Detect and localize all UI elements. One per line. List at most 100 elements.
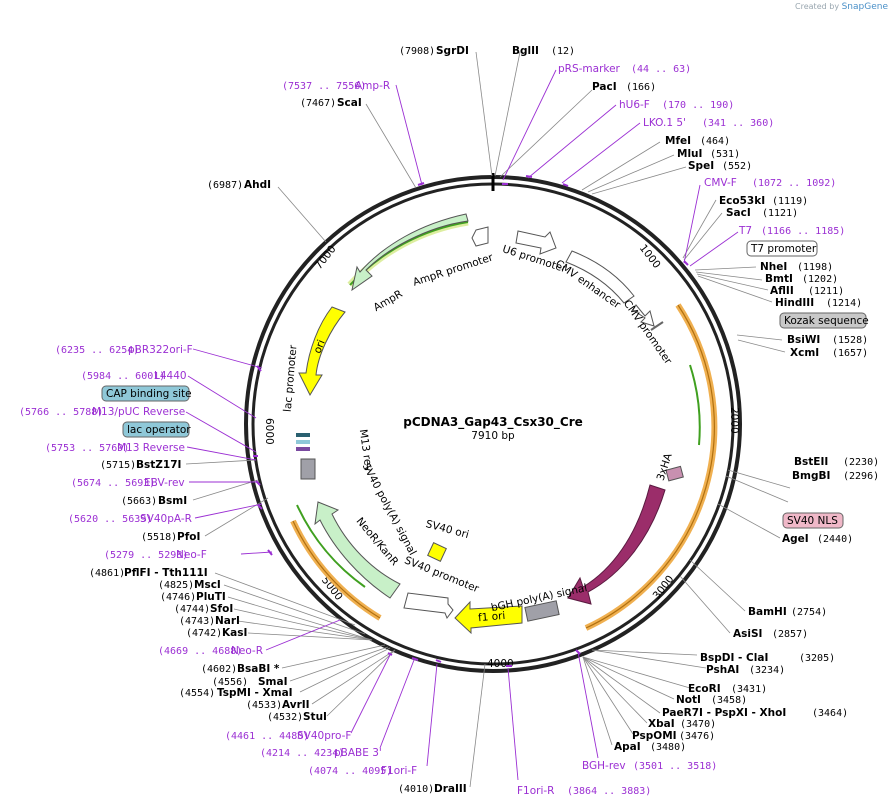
- feature-cmv-enhancer: [565, 250, 635, 304]
- enz-sgrdi: SgrDI: [436, 45, 469, 57]
- box-label-cap-binding: CAP binding site: [106, 388, 192, 400]
- enz-nari: NarI: [215, 615, 240, 627]
- boxed-labels: T7 promoter Kozak sequence SV40 NLS CAP …: [101, 240, 869, 529]
- tick-1000: 1000: [637, 242, 663, 270]
- enz-pos-mfei: (464): [700, 136, 730, 147]
- enz-pos-bsabi: (4602): [201, 664, 237, 675]
- enz-bsiwi: BsiWI: [787, 334, 820, 346]
- enz-pos-bsteii: (2230): [843, 457, 879, 468]
- enz-pos-tspmi: (4554): [179, 688, 215, 699]
- enz-hindiii: HindIII: [775, 297, 814, 309]
- label-sv40-ori: SV40 ori: [424, 518, 470, 541]
- enz-bmti: BmtI: [765, 273, 793, 285]
- tick-6000: 6000: [263, 418, 275, 445]
- primer-pos-neo-r: (4669 .. 4688): [158, 646, 242, 657]
- primer-prs-marker: pRS-marker: [558, 63, 621, 75]
- box-label-lac-operator: lac operator: [127, 424, 191, 436]
- enz-pos-paer7i: (3464): [812, 708, 848, 719]
- label-sv40-promoter: SV40 promoter: [403, 554, 482, 595]
- enz-kasi: KasI: [222, 627, 247, 639]
- enz-asisi: AsiSI: [733, 628, 762, 640]
- enz-pos-bsmi: (5663): [121, 496, 157, 507]
- enz-draiii: DraIII: [434, 783, 467, 795]
- enz-bspdi-clai: BspDI - ClaI: [700, 652, 768, 664]
- enz-pluti: PluTI: [196, 591, 226, 603]
- enz-sfoi: SfoI: [210, 603, 233, 615]
- label-ampr-promoter: AmpR promoter: [411, 251, 495, 288]
- enz-pfoi: PfoI: [177, 531, 200, 543]
- enz-ecori: EcoRI: [688, 683, 721, 695]
- primer-pos-ebv-rev: (5674 .. 5693): [71, 478, 155, 489]
- label-sv40-polya: SV40 poly(A) signal: [360, 461, 419, 557]
- primer-pos-t7: (1166 .. 1185): [761, 226, 845, 237]
- box-sv40-nls: [782, 512, 844, 529]
- label-ori: ori: [312, 338, 328, 355]
- primer-pos-neo-f: (5279 .. 5298): [104, 550, 188, 561]
- enz-aflii: AflII: [770, 285, 794, 297]
- enz-pos-draiii: (4010): [398, 784, 434, 795]
- enz-tspmi: TspMI - XmaI: [217, 687, 293, 699]
- tick-7000: 7000: [313, 243, 339, 271]
- enz-saci: SacI: [726, 207, 751, 219]
- feature-cmv-promoter: [632, 304, 655, 327]
- primer-pos-amp-r: (7537 .. 7556): [282, 81, 366, 92]
- enz-pflfi: PflFI - Tth111I: [124, 567, 208, 579]
- primer-pos-l4440: (5984 .. 6001): [81, 371, 165, 382]
- enz-bamhi: BamHI: [748, 606, 787, 618]
- feature-ori: [298, 306, 346, 397]
- enz-pshai: PshAI: [706, 664, 739, 676]
- primer-f1ori-f: F1ori-F: [381, 765, 417, 777]
- feature-kozak-tick: [650, 321, 664, 331]
- primer-f1ori-r: F1ori-R: [517, 785, 554, 797]
- enz-pos-bmti: (1202): [802, 274, 838, 285]
- enz-pos-sgrdi: (7908): [399, 46, 435, 57]
- primer-pos-hu6-f: (170 .. 190): [662, 100, 734, 111]
- enz-pos-bglii: (12): [551, 46, 575, 57]
- primer-pos-pbr322ori-f: (6235 .. 6254): [55, 345, 139, 356]
- enz-pos-pfoi: (5518): [141, 532, 177, 543]
- enz-pos-xbai: (3470): [680, 719, 716, 730]
- box-label-kozak: Kozak sequence: [784, 315, 869, 327]
- enz-msci: MscI: [194, 579, 221, 591]
- primer-pos-f1ori-f: (4074 .. 4095): [308, 766, 392, 777]
- primer-pbabe3: pBABE 3': [334, 747, 382, 759]
- enz-pos-stui: (4532): [267, 712, 303, 723]
- primer-cmv-f: CMV-F: [704, 177, 737, 189]
- primer-neo-f: Neo-F: [176, 549, 207, 561]
- enz-pos-bstz17i: (5715): [100, 460, 136, 471]
- enzyme-labels: (7908) SgrDI BglII (12) PacI (166) MfeI …: [89, 45, 879, 795]
- feature-sv40-polya: [300, 458, 316, 480]
- tick-2000: 2000: [728, 407, 740, 434]
- primer-pos-prs-marker: (44 .. 63): [631, 64, 691, 75]
- enz-pos-kasi: (4742): [186, 628, 222, 639]
- primer-amp-r: Amp-R: [355, 80, 390, 92]
- snapgene-logo-text: SnapGene: [841, 2, 888, 12]
- plasmid-name: pCDNA3_Gap43_Csx30_Cre: [403, 415, 583, 430]
- enz-pos-xcmi: (1657): [832, 348, 868, 359]
- credit-prefix: Created by: [795, 2, 840, 11]
- enz-bsmi: BsmI: [158, 495, 187, 507]
- enz-bmgbi: BmgBI: [792, 470, 830, 482]
- feature-3xha: [665, 465, 684, 482]
- feature-lac-bits-2: [296, 440, 310, 444]
- plasmid-length: 7910 bp: [471, 430, 515, 442]
- box-t7-promoter: [746, 240, 818, 257]
- primer-pos-sv40pa-r: (5620 .. 5639): [68, 514, 152, 525]
- primer-hu6-f: hU6-F: [619, 99, 650, 111]
- enz-pos-pluti: (4746): [160, 592, 196, 603]
- enz-pos-ahdi: (6987): [207, 180, 243, 191]
- enz-bglii: BglII: [512, 45, 539, 57]
- enz-nhei: NheI: [760, 261, 787, 273]
- enz-pos-aflii: (1211): [808, 286, 844, 297]
- primer-pos-f1ori-r: (3864 .. 3883): [567, 786, 651, 797]
- primer-ticks: [253, 175, 689, 667]
- orf-band-right-inner: [585, 304, 715, 629]
- enz-pos-bsiwi: (1528): [832, 335, 868, 346]
- enz-agei: AgeI: [782, 533, 809, 545]
- label-ampr: AmpR: [372, 288, 405, 314]
- enz-pos-pspomi: (3476): [679, 731, 715, 742]
- enz-pos-scai: (7467): [300, 98, 336, 109]
- enz-scai: ScaI: [337, 97, 362, 109]
- feature-lac-bits-1: [296, 433, 310, 437]
- primer-sv40pa-r: SV40pA-R: [140, 513, 192, 525]
